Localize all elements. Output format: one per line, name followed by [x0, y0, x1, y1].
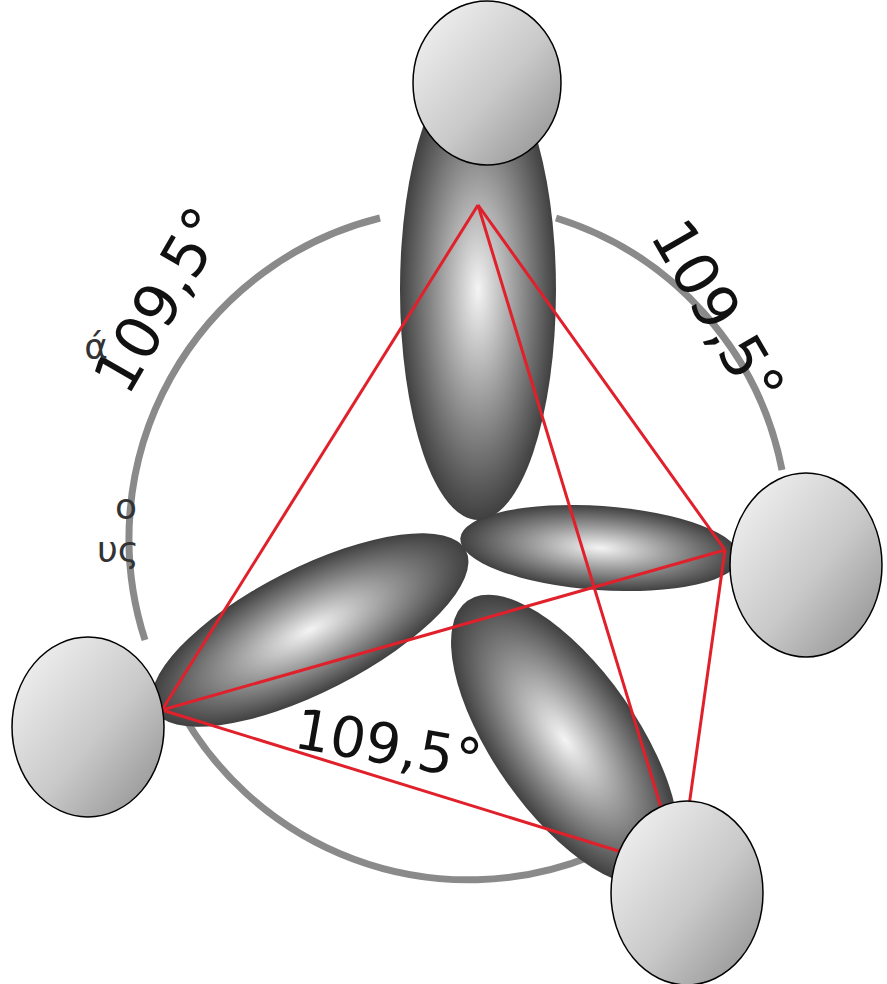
text-fragment: ά: [84, 329, 108, 365]
angle-label: 109,5°: [84, 198, 237, 403]
angle-label: 109,5°: [642, 210, 795, 415]
text-fragment: ο: [115, 489, 137, 525]
text-fragment: υς: [97, 532, 139, 568]
atoms: [12, 1, 882, 984]
tetrahedron-edges: [162, 205, 725, 870]
angle-label: 109,5°: [290, 701, 485, 789]
orbital-lobes: [126, 60, 743, 921]
